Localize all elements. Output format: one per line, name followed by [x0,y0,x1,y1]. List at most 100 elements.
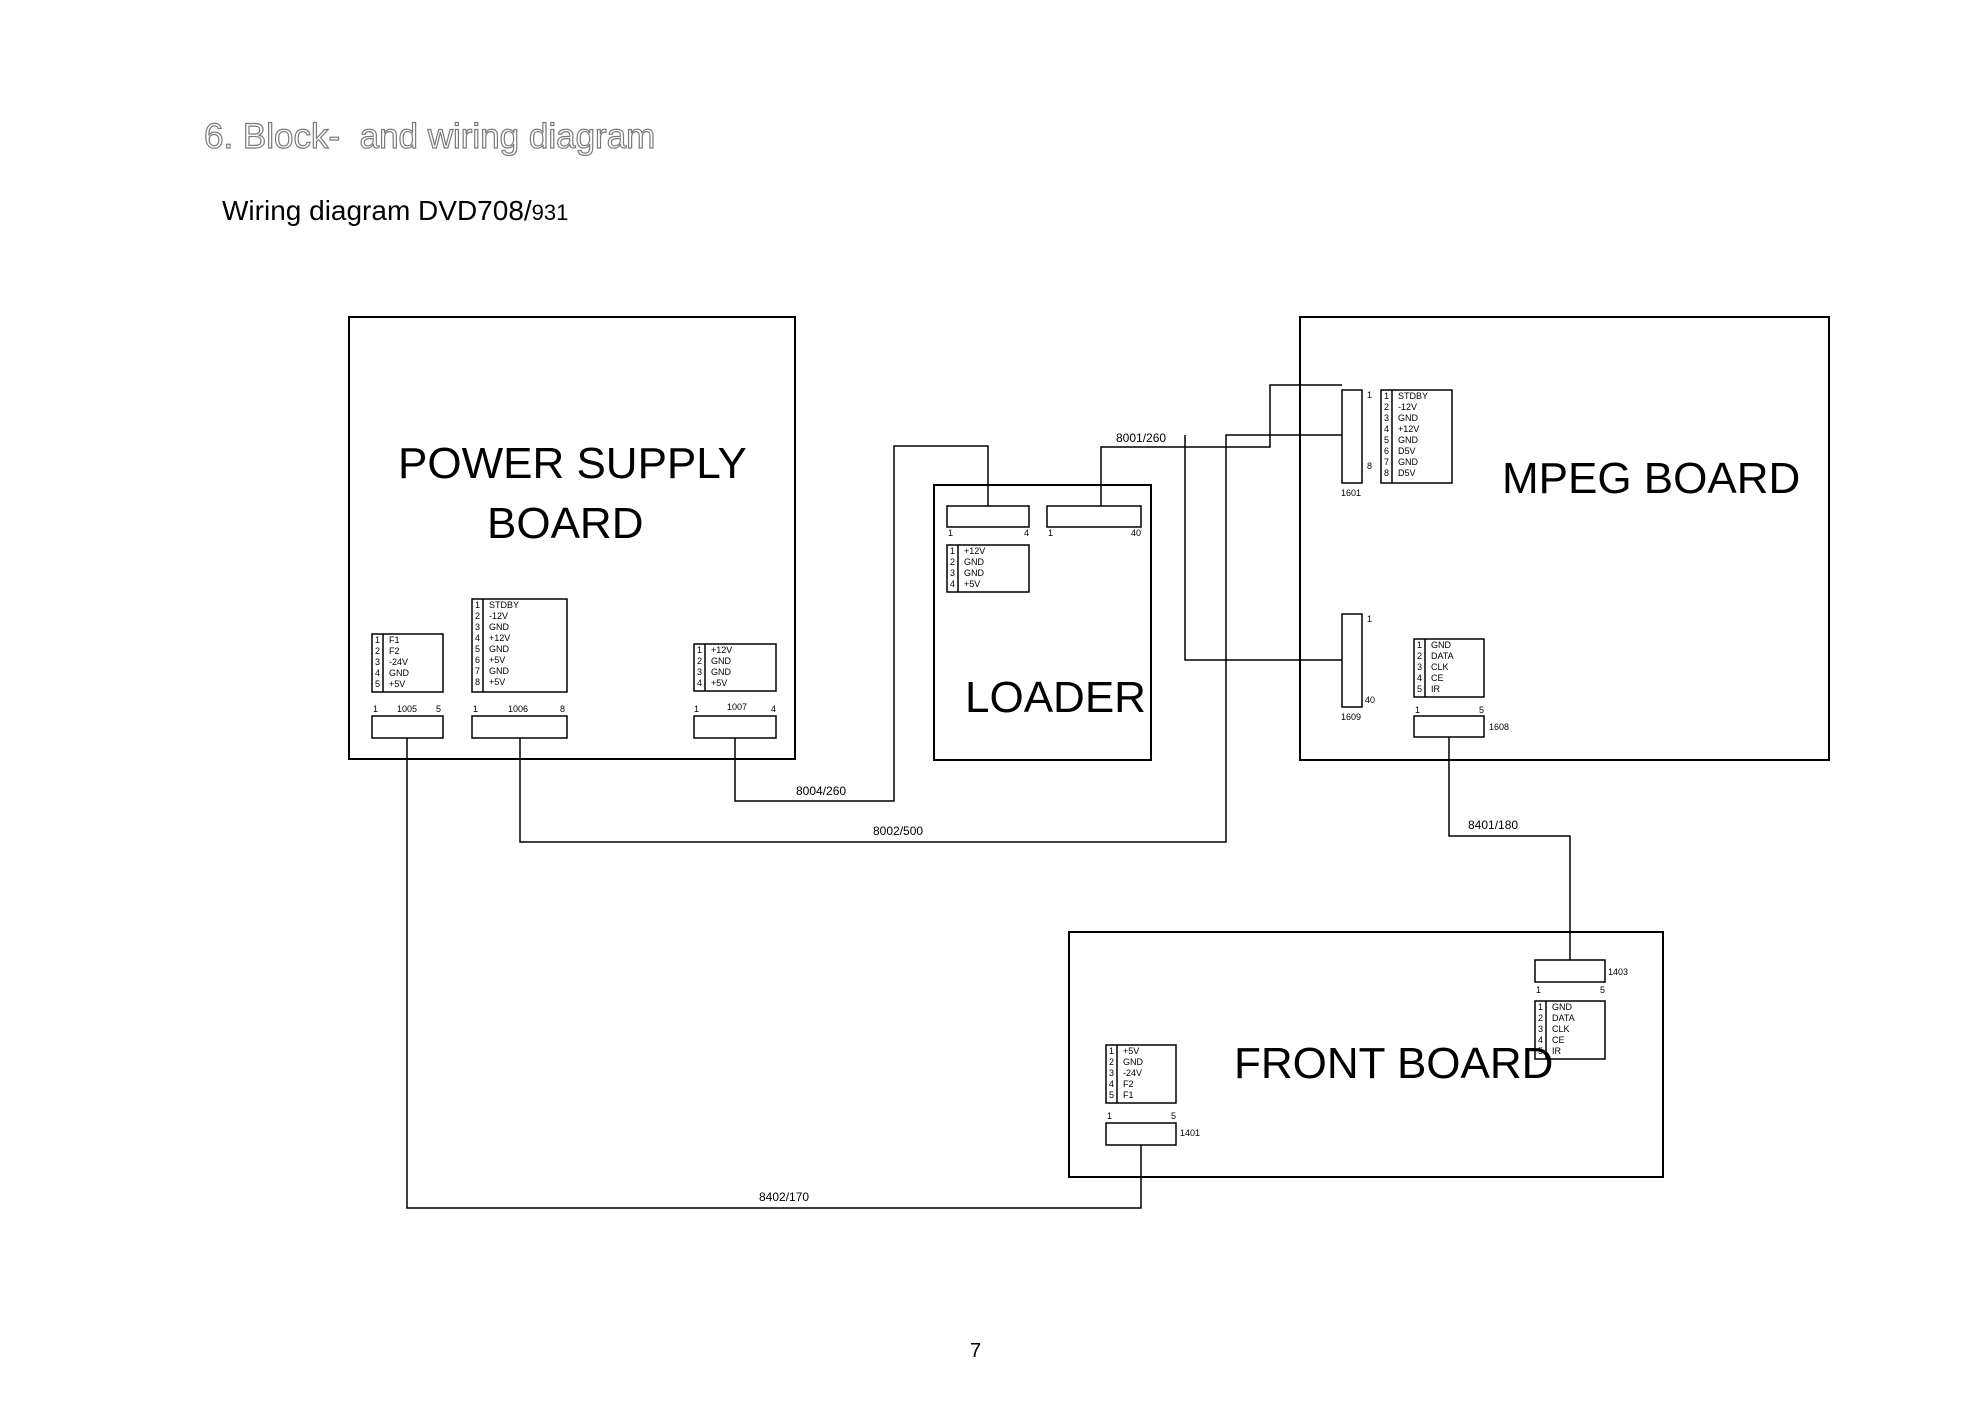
connector-1401: 1 5 1401 [1105,1111,1200,1146]
svg-text:3: 3 [475,622,480,632]
svg-text:4: 4 [1538,1035,1543,1045]
cable-loader-to-1609 [1184,435,1342,661]
svg-text:3: 3 [1384,413,1389,423]
svg-text:5: 5 [436,704,441,714]
svg-text:1: 1 [1109,1046,1114,1056]
svg-text:5: 5 [1109,1090,1114,1100]
pin-label: GND [1431,640,1452,650]
pin-label: CLK [1431,662,1449,672]
loader-data-connector: 1 40 [1046,505,1142,538]
cable-8004: 8004/260 [734,445,989,802]
pin-label: GND [489,622,510,632]
svg-text:2: 2 [475,611,480,621]
pin-label: STDBY [489,600,519,610]
power-board-label-line1: POWER SUPPLY [398,439,747,488]
pin-label: GND [1398,457,1419,467]
connector-id: 1608 [1489,722,1509,732]
connector-id: 1401 [1180,1128,1200,1138]
connector-id: 1609 [1341,712,1361,722]
svg-text:4: 4 [697,678,702,688]
svg-text:7: 7 [475,666,480,676]
svg-text:1: 1 [1107,1111,1112,1121]
svg-text:4: 4 [771,704,776,714]
pin-label: +12V [964,546,985,556]
cable-label: 8401/180 [1468,818,1518,832]
pin-label: GND [964,557,985,567]
power-supply-board: POWER SUPPLY BOARD 1 2 3 4 5 F1 F2 -24V … [348,316,796,760]
svg-text:3: 3 [1417,662,1422,672]
pin-label: +12V [711,645,732,655]
front-board-label: FRONT BOARD [1234,1039,1553,1088]
pin-label: F1 [1123,1090,1134,1100]
pin-label: CLK [1552,1024,1570,1034]
connector-1401-pinout: 1 2 3 4 5 +5V GND -24V F2 F1 [1105,1044,1177,1104]
svg-text:5: 5 [1479,705,1484,715]
connector-1608: 1 5 1608 [1413,705,1509,738]
pin-label: CE [1431,673,1444,683]
pin-label: -24V [1123,1068,1142,1078]
svg-text:5: 5 [475,644,480,654]
svg-text:1: 1 [475,600,480,610]
cable-label: 8402/170 [759,1190,809,1204]
svg-text:40: 40 [1365,695,1375,705]
cable-label: 8004/260 [796,784,846,798]
pin-label: CE [1552,1035,1565,1045]
subtitle-main: Wiring diagram DVD708/ [222,195,532,226]
pin-label: +12V [1398,424,1419,434]
pin-label: +5V [711,678,727,688]
connector-1403-pinout: 1 2 3 4 5 GND DATA CLK CE IR [1534,1000,1606,1060]
pin-label: +12V [489,633,510,643]
svg-text:1: 1 [1536,985,1541,995]
pin-label: +5V [389,679,405,689]
svg-text:5: 5 [1384,435,1389,445]
svg-text:6: 6 [475,655,480,665]
connector-1007-pinout: 1 2 3 4 +12V GND GND +5V [693,643,777,692]
svg-text:2: 2 [697,656,702,666]
connector-id: 1005 [397,704,417,714]
loader-board: LOADER 1 4 1 2 3 4 +12V GND GND +5V 1 40 [933,484,1152,761]
svg-text:4: 4 [375,668,380,678]
svg-text:2: 2 [1384,402,1389,412]
pin-label: F1 [389,635,400,645]
subtitle-model-suffix: 931 [531,200,569,225]
svg-text:1: 1 [1415,705,1420,715]
pin-label: GND [1398,413,1419,423]
connector-1608-pinout: 1 2 3 4 5 GND DATA CLK CE IR [1413,638,1485,698]
pin-label: -24V [389,657,408,667]
svg-text:1: 1 [373,704,378,714]
svg-text:1: 1 [694,704,699,714]
connector-1005-pinout: 1 2 3 4 5 F1 F2 -24V GND +5V [371,633,444,693]
svg-text:1: 1 [1538,1002,1543,1012]
svg-text:3: 3 [950,568,955,578]
svg-text:4: 4 [475,633,480,643]
cable-label: 8001/260 [1116,431,1166,445]
pin-label: GND [1123,1057,1144,1067]
pin-label: GND [489,666,510,676]
svg-text:3: 3 [1109,1068,1114,1078]
pin-label: D5V [1398,468,1416,478]
svg-text:1: 1 [375,635,380,645]
svg-text:4: 4 [1384,424,1389,434]
pin-label: IR [1431,684,1441,694]
connector-1403: 1403 1 5 [1534,959,1628,995]
svg-text:5: 5 [1538,1046,1543,1056]
svg-text:2: 2 [1109,1057,1114,1067]
pin-label: -12V [489,611,508,621]
pin-label: GND [711,656,732,666]
svg-text:1: 1 [1367,614,1372,624]
connector-1006: 1 1006 8 [471,704,568,739]
pin-label: DATA [1552,1013,1575,1023]
connector-1007: 1 1007 4 [693,702,777,739]
svg-text:1: 1 [1384,391,1389,401]
pin-label: GND [389,668,410,678]
page-subtitle: Wiring diagram DVD708/931 [222,195,568,227]
pin-label: GND [1552,1002,1573,1012]
loader-label: LOADER [965,673,1146,722]
pin-label: +5V [964,579,980,589]
page-title: 6. Block- and wiring diagram [203,116,656,156]
svg-text:8: 8 [1367,461,1372,471]
svg-text:6: 6 [1384,446,1389,456]
pin-label: D5V [1398,446,1416,456]
loader-power-connector: 1 4 [946,505,1030,538]
